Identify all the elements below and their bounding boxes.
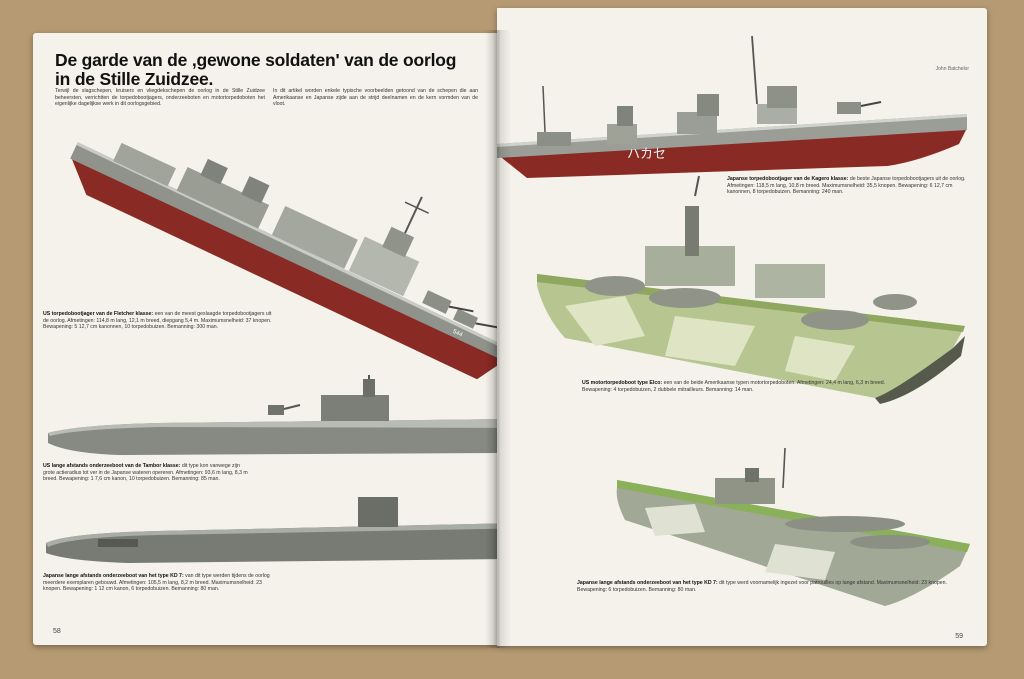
page-number-left: 58 bbox=[53, 628, 61, 635]
tambor-submarine-illustration bbox=[48, 375, 497, 455]
fletcher-destroyer-illustration: 544 bbox=[70, 142, 497, 380]
caption-elco-text: een van de beide Amerikaanse typen motor… bbox=[582, 380, 886, 393]
right-page: John Batchelor ハカセ Japanse torpedobootja… bbox=[497, 8, 987, 646]
caption-kd7-left: Japanse lange afstands onderzeeboot van … bbox=[43, 573, 273, 593]
spread-heading: De garde van de ,gewone soldaten' van de… bbox=[55, 50, 457, 89]
kagero-destroyer-illustration: ハカセ bbox=[497, 35, 967, 178]
intro-text-right: In dit artikel worden enkele typische vo… bbox=[273, 88, 478, 108]
svg-text:544: 544 bbox=[452, 329, 464, 339]
caption-tambor-text: dit type kon vanwege zijn grote actierad… bbox=[43, 463, 248, 483]
caption-tambor: US lange afstands onderzeeboot van de Ta… bbox=[43, 463, 253, 483]
kd7-boat-illustration bbox=[616, 447, 970, 606]
caption-kd7-right-title: Japanse lange afstands onderzeeboot van … bbox=[577, 580, 718, 586]
caption-elco: US motortorpedoboot type Elco: een van d… bbox=[582, 380, 912, 393]
caption-kagero-text: de beste Japanse torpedobootjagers uit d… bbox=[727, 176, 966, 196]
elco-pt-boat-illustration bbox=[537, 175, 965, 404]
caption-kd7-right: Japanse lange afstands onderzeeboot van … bbox=[577, 580, 957, 593]
caption-kd7-right-text: dit type werd voornamelijk ingezet voor … bbox=[577, 580, 947, 593]
left-page: De garde van de ,gewone soldaten' van de… bbox=[33, 33, 497, 645]
caption-fletcher-text: een van de meest geslaagde torpedobootja… bbox=[43, 311, 272, 331]
hull-marking: ハカセ bbox=[627, 146, 666, 161]
intro-text-left: Terwijl de slagschepen, kruisers en vlie… bbox=[55, 88, 265, 108]
kd7-submarine-illustration bbox=[46, 497, 497, 563]
caption-tambor-title: US lange afstands onderzeeboot van de Ta… bbox=[43, 463, 181, 469]
caption-fletcher: US torpedobootjager van de Fletcher klas… bbox=[43, 311, 273, 331]
page-number-right: 59 bbox=[955, 633, 963, 640]
caption-elco-title: US motortorpedoboot type Elco: bbox=[582, 380, 663, 386]
caption-kagero-title: Japanse torpedobootjager van de Kagero k… bbox=[727, 176, 849, 182]
caption-fletcher-title: US torpedobootjager van de Fletcher klas… bbox=[43, 311, 154, 317]
caption-kagero: Japanse torpedobootjager van de Kagero k… bbox=[727, 176, 967, 196]
caption-kd7-left-text: van dit type werden tijdens de oorlog me… bbox=[43, 573, 270, 593]
caption-kd7-left-title: Japanse lange afstands onderzeeboot van … bbox=[43, 573, 184, 579]
illustrator-credit: John Batchelor bbox=[935, 66, 969, 72]
